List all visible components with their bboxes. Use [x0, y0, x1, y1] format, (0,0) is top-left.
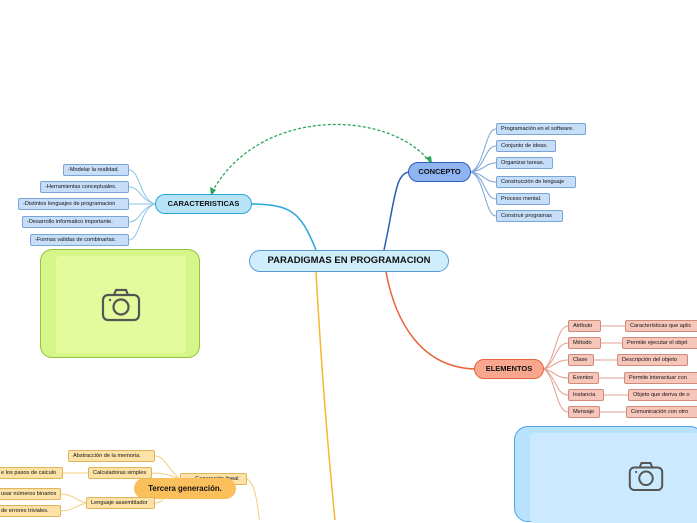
- main-topic-tercera-generacion[interactable]: Tercera generación.: [134, 478, 236, 499]
- elementos-term[interactable]: Instancia: [568, 389, 604, 401]
- tercera-item-detail[interactable]: de errores triviales.: [0, 505, 61, 517]
- image-placeholder-right[interactable]: [514, 426, 697, 523]
- tercera-item[interactable]: Lenguaje assemblador: [86, 497, 155, 509]
- elementos-desc[interactable]: Permite ejecutar el objet: [622, 337, 697, 349]
- central-topic[interactable]: PARADIGMAS EN PROGRAMACION: [249, 250, 449, 272]
- image-placeholder-inner: [56, 256, 186, 353]
- camera-icon: [101, 288, 141, 322]
- elementos-desc[interactable]: Permite interactuar con: [624, 372, 697, 384]
- image-placeholder-inner: [530, 433, 697, 523]
- elementos-desc[interactable]: Descripción del objeto: [617, 354, 688, 366]
- tercera-child-connectors: [60, 455, 261, 520]
- caracteristicas-item[interactable]: -Desarrollo informatico importante.: [22, 216, 129, 228]
- tercera-item-detail[interactable]: usar números binarios: [0, 488, 61, 500]
- concepto-item[interactable]: Organizar tareas.: [496, 157, 553, 169]
- relation-arrowhead-right: [425, 156, 432, 163]
- connector-elementos: [385, 271, 477, 370]
- elementos-child-connectors: [543, 325, 628, 413]
- caracteristicas-child-connectors: [128, 169, 156, 241]
- elementos-term[interactable]: Clase: [568, 354, 594, 366]
- main-topic-caracteristicas[interactable]: CARACTERISTICAS: [155, 194, 252, 214]
- elementos-term[interactable]: Eventos: [568, 372, 599, 384]
- elementos-desc[interactable]: Comunicación con otro: [626, 406, 697, 418]
- concepto-item[interactable]: Programación en el software.: [496, 123, 586, 135]
- elementos-term[interactable]: Método: [568, 337, 601, 349]
- connector-caracteristicas: [251, 203, 317, 251]
- concepto-item[interactable]: Construir programas: [496, 210, 563, 222]
- concepto-child-connectors: [470, 128, 497, 217]
- caracteristicas-item[interactable]: -Modelar la realidad.: [63, 164, 129, 176]
- caracteristicas-item[interactable]: -Distintos lenguajes de programacion: [18, 198, 129, 210]
- caracteristicas-item[interactable]: -Herramientas conceptuales.: [40, 181, 129, 193]
- camera-icon: [628, 462, 664, 491]
- concepto-item[interactable]: Proceso mental.: [496, 193, 550, 205]
- concepto-item[interactable]: Construcción de lenguaje: [496, 176, 576, 188]
- connector-tercera: [315, 271, 336, 520]
- elementos-term[interactable]: Mensaje: [568, 406, 600, 418]
- connector-concepto: [383, 171, 411, 251]
- tercera-item[interactable]: Abstracción de la memoria.: [68, 450, 155, 462]
- main-topic-concepto[interactable]: CONCEPTO: [408, 162, 471, 182]
- tercera-item[interactable]: Calculadoras simples: [88, 467, 152, 479]
- elementos-desc[interactable]: Características que aplic: [625, 320, 697, 332]
- tercera-item-detail[interactable]: e los pasos de calculo: [0, 467, 63, 479]
- concepto-item[interactable]: Conjunto de ideas.: [496, 140, 556, 152]
- main-topic-elementos[interactable]: ELEMENTOS: [474, 359, 544, 379]
- image-placeholder-left[interactable]: [40, 249, 200, 358]
- elementos-term[interactable]: Atributo: [568, 320, 601, 332]
- relation-arrowhead-left: [210, 187, 216, 196]
- elementos-desc[interactable]: Objeto que deriva de o: [628, 389, 697, 401]
- relation-arrow: [211, 123, 431, 193]
- caracteristicas-item[interactable]: -Formas validas de combinartas.: [30, 234, 129, 246]
